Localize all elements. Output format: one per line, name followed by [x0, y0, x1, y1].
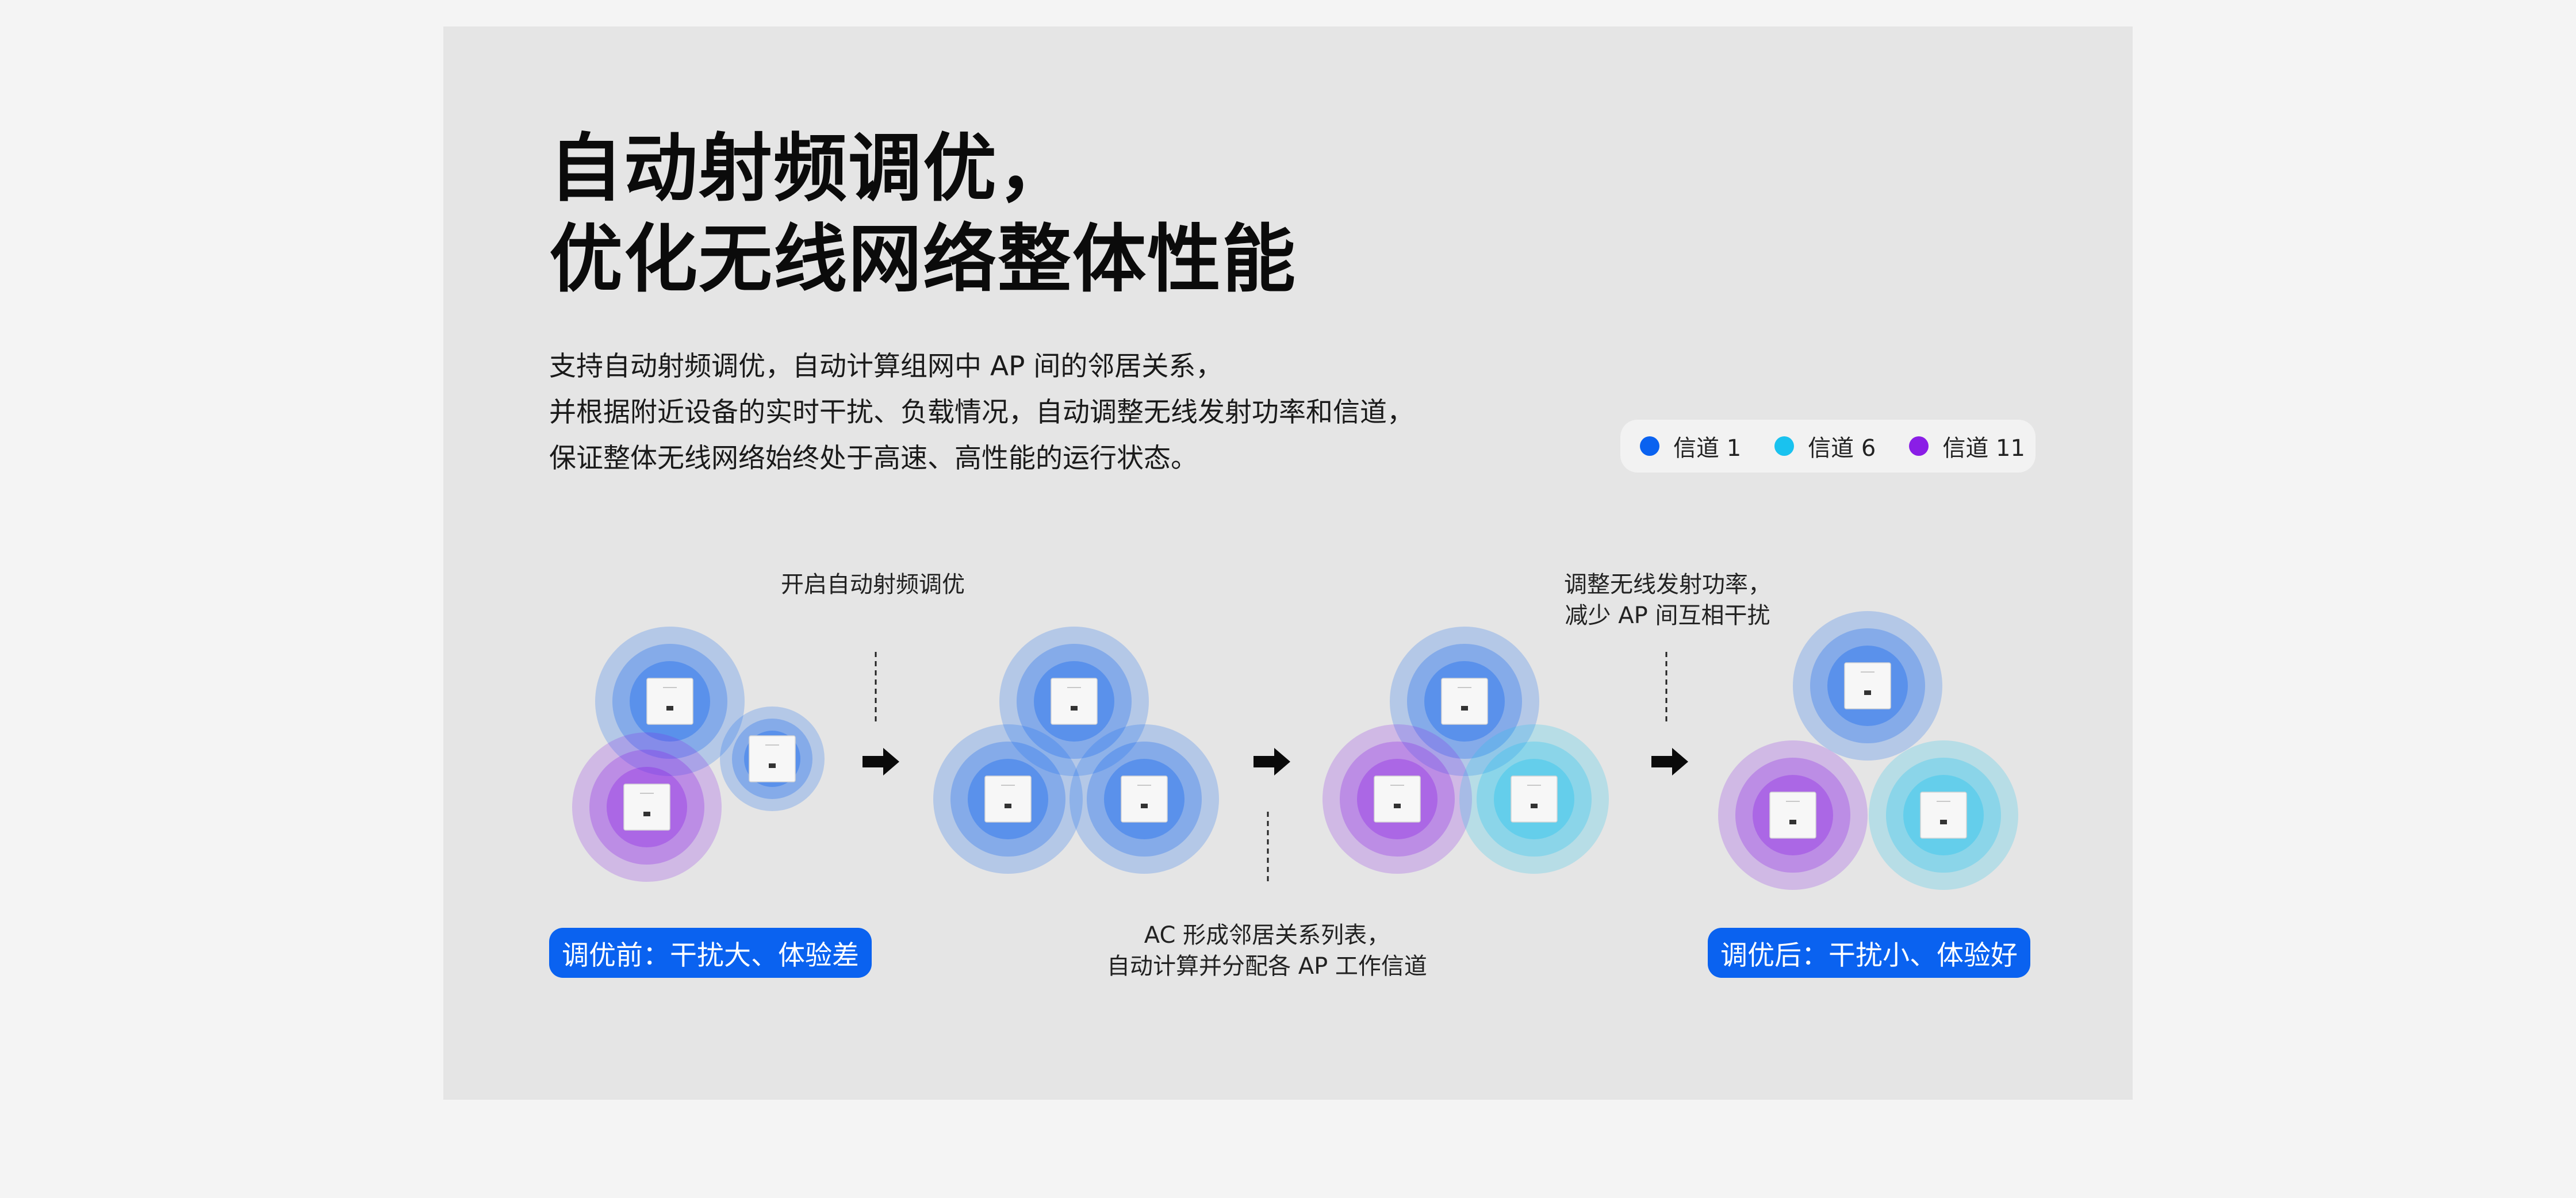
channel-legend: 信道 1 信道 6 信道 11: [1620, 420, 2035, 473]
note-step3-line-1: 调整无线发射功率，: [1564, 571, 1771, 598]
legend-item-channel-1: 信道 1: [1640, 429, 1741, 463]
note-step1: 开启自动射频调优: [781, 569, 965, 600]
access-point: [1459, 724, 1609, 874]
access-point: [720, 706, 825, 811]
access-point-icon: [623, 784, 670, 831]
access-point: [1070, 724, 1219, 874]
description-line-1: 支持自动射频调优，自动计算组网中 AP 间的邻居关系，: [549, 351, 1223, 382]
note-step3: 调整无线发射功率， 减少 AP 间互相干扰: [1564, 569, 1771, 631]
legend-label: 信道 11: [1942, 435, 2025, 462]
legend-label: 信道 1: [1673, 435, 1742, 462]
description: 支持自动射频调优，自动计算组网中 AP 间的邻居关系， 并根据附近设备的实时干扰…: [549, 344, 1414, 482]
title-line-2: 优化无线网络整体性能: [549, 217, 1297, 302]
access-point-icon: [1920, 792, 1967, 839]
stage-2-cluster: [933, 627, 1219, 874]
note-step2-line-2: 自动计算并分配各 AP 工作信道: [1107, 953, 1427, 980]
access-point: [572, 732, 722, 882]
stage-1-cluster: [572, 627, 825, 882]
access-point-icon: [1769, 792, 1816, 839]
access-point: [999, 627, 1149, 776]
access-point-icon: [646, 678, 693, 725]
access-point-icon: [1051, 678, 1098, 725]
access-point: [1718, 740, 1868, 890]
arrow-right-icon: [1651, 748, 1688, 775]
access-point-icon: [1441, 678, 1488, 725]
access-point: [1793, 611, 1942, 761]
legend-item-channel-6: 信道 6: [1774, 429, 1876, 463]
arrow-right-icon: [1254, 748, 1290, 775]
access-point-icon: [1121, 775, 1168, 823]
note-step2: AC 形成邻居关系列表， 自动计算并分配各 AP 工作信道: [1107, 920, 1427, 982]
title-line-1: 自动射频调优，: [549, 126, 1073, 212]
access-point-icon: [1374, 775, 1421, 823]
note-step2-line-1: AC 形成邻居关系列表，: [1144, 922, 1390, 949]
access-point-icon: [984, 775, 1032, 823]
arrow-right-icon: [862, 748, 899, 775]
access-point: [933, 724, 1083, 874]
legend-item-channel-11: 信道 11: [1909, 429, 2025, 463]
content-panel: [443, 26, 2133, 1100]
access-point-icon: [1511, 775, 1558, 823]
badge-after-tuning: 调优后：干扰小、体验好: [1708, 928, 2030, 978]
stage-3-cluster: [1322, 627, 1609, 874]
access-point: [595, 627, 745, 776]
channel-1-dot-icon: [1640, 436, 1659, 456]
legend-label: 信道 6: [1808, 435, 1876, 462]
access-point-icon: [1844, 662, 1891, 709]
badge-before-tuning: 调优前：干扰大、体验差: [549, 928, 872, 978]
access-point-icon: [749, 735, 796, 782]
access-point: [1390, 627, 1539, 776]
description-line-3: 保证整体无线网络始终处于高速、高性能的运行状态。: [549, 443, 1198, 474]
channel-6-dot-icon: [1774, 436, 1795, 456]
stages-layer: [572, 611, 2018, 890]
note-step1-text: 开启自动射频调优: [781, 571, 965, 598]
stage-4-cluster: [1718, 611, 2018, 890]
access-point: [1869, 740, 2018, 890]
page-title: 自动射频调优， 优化无线网络整体性能: [549, 124, 1297, 305]
access-point: [1322, 724, 1472, 874]
description-line-2: 并根据附近设备的实时干扰、负载情况，自动调整无线发射功率和信道，: [549, 397, 1414, 428]
note-step3-line-2: 减少 AP 间互相干扰: [1565, 602, 1770, 629]
channel-11-dot-icon: [1909, 436, 1929, 456]
